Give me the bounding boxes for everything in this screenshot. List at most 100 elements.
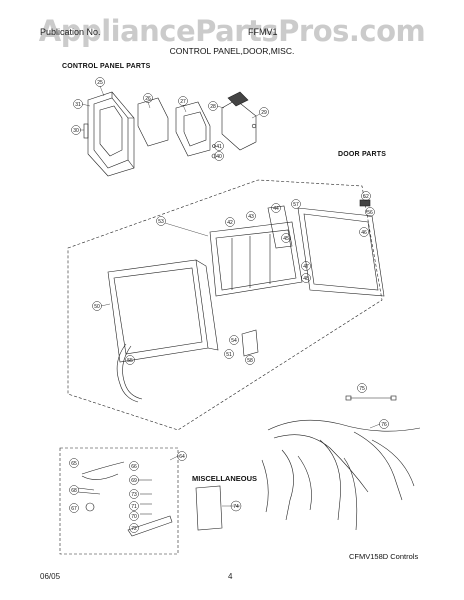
svg-text:75: 75 xyxy=(359,386,365,392)
svg-text:58: 58 xyxy=(247,358,253,364)
callout-65: 65 xyxy=(69,458,79,468)
callout-26: 26 xyxy=(143,93,153,103)
svg-text:40: 40 xyxy=(216,154,222,160)
callout-48: 48 xyxy=(301,273,311,283)
svg-text:43: 43 xyxy=(248,214,254,220)
wire-harness xyxy=(261,419,421,531)
control-panel-part-30 xyxy=(83,123,89,139)
page-title: CONTROL PANEL,DOOR,MISC. xyxy=(169,46,295,56)
callout-44: 44 xyxy=(271,203,281,213)
svg-text:67: 67 xyxy=(71,506,77,512)
svg-text:65: 65 xyxy=(71,461,77,467)
callout-67: 67 xyxy=(69,503,79,513)
callout-42: 42 xyxy=(225,217,235,227)
svg-text:26: 26 xyxy=(145,96,151,102)
svg-text:30: 30 xyxy=(73,128,79,134)
callout-71: 71 xyxy=(129,501,139,511)
owners-manual xyxy=(195,485,223,531)
section-control-panel-label: CONTROL PANEL PARTS xyxy=(62,63,151,70)
svg-text:42: 42 xyxy=(227,220,233,226)
callout-73: 73 xyxy=(129,489,139,499)
callout-53: 53 xyxy=(156,216,166,226)
callout-27: 27 xyxy=(178,96,188,106)
control-panel-frame xyxy=(87,91,135,177)
header-right: FFMV1 xyxy=(248,27,278,37)
svg-text:70: 70 xyxy=(131,514,137,520)
door-handle xyxy=(116,343,143,403)
svg-text:48: 48 xyxy=(303,276,309,282)
callout-75: 75 xyxy=(357,383,367,393)
svg-text:44: 44 xyxy=(273,206,279,212)
model-note: CFMV158D Controls xyxy=(349,552,419,561)
callout-25: 25 xyxy=(95,77,105,87)
callout-31: 31 xyxy=(73,99,83,109)
section-door-label: DOOR PARTS xyxy=(338,151,387,158)
svg-text:72: 72 xyxy=(131,526,137,532)
callout-57: 57 xyxy=(291,199,301,209)
svg-text:68: 68 xyxy=(71,488,77,494)
membrane-switch xyxy=(137,97,169,147)
control-panel-bracket xyxy=(221,91,257,151)
svg-text:47: 47 xyxy=(303,264,309,270)
svg-text:41: 41 xyxy=(216,144,222,150)
svg-text:28: 28 xyxy=(210,104,216,110)
control-board xyxy=(175,101,217,159)
callout-46: 46 xyxy=(359,227,369,237)
footer-page: 4 xyxy=(228,572,233,581)
footer-date: 06/05 xyxy=(40,572,61,581)
svg-text:55: 55 xyxy=(127,358,133,364)
choke-frame xyxy=(209,221,303,297)
callout-68: 68 xyxy=(69,485,79,495)
callouts: 25 31 30 26 27 28 29 40 41 52 53 42 43 4… xyxy=(69,77,389,533)
door-choke-cover xyxy=(297,207,385,297)
svg-text:71: 71 xyxy=(131,504,137,510)
svg-text:57: 57 xyxy=(293,202,299,208)
callout-70: 70 xyxy=(129,511,139,521)
door-assembly-outline xyxy=(67,179,383,431)
callout-50: 50 xyxy=(92,301,102,311)
svg-text:64: 64 xyxy=(179,454,185,460)
svg-text:54: 54 xyxy=(231,338,237,344)
svg-text:27: 27 xyxy=(180,99,186,105)
callout-29: 29 xyxy=(259,107,269,117)
wire-lead xyxy=(345,395,397,401)
callout-30: 30 xyxy=(71,125,81,135)
callout-69: 69 xyxy=(129,475,139,485)
svg-text:69: 69 xyxy=(131,478,137,484)
svg-text:51: 51 xyxy=(226,352,232,358)
svg-text:46: 46 xyxy=(361,230,367,236)
callout-66: 66 xyxy=(129,461,139,471)
callout-54: 54 xyxy=(229,335,239,345)
callout-64: 64 xyxy=(177,451,187,461)
svg-text:50: 50 xyxy=(94,304,100,310)
callout-45: 45 xyxy=(281,233,291,243)
misc-hardware xyxy=(77,461,173,537)
svg-text:52: 52 xyxy=(363,194,369,200)
svg-text:74: 74 xyxy=(233,504,239,510)
svg-text:66: 66 xyxy=(131,464,137,470)
section-misc-label: MISCELLANEOUS xyxy=(192,474,258,483)
callout-47: 47 xyxy=(301,261,311,271)
callout-40: 40 xyxy=(214,151,224,161)
misc-parts-box xyxy=(59,447,179,555)
svg-text:29: 29 xyxy=(261,110,267,116)
callout-56: 56 xyxy=(365,207,375,217)
callout-52: 52 xyxy=(361,191,371,201)
header-left: Publication No. xyxy=(40,27,101,37)
door-glass xyxy=(267,205,293,249)
watermark: AppliancePartsPros.com xyxy=(38,14,426,48)
callout-76: 76 xyxy=(379,419,389,429)
callout-28: 28 xyxy=(208,101,218,111)
svg-text:73: 73 xyxy=(131,492,137,498)
door-latch-parts xyxy=(241,199,371,357)
svg-text:25: 25 xyxy=(97,80,103,86)
svg-text:31: 31 xyxy=(75,102,81,108)
callout-43: 43 xyxy=(246,211,256,221)
callout-41: 41 xyxy=(214,141,224,151)
callout-72: 72 xyxy=(129,523,139,533)
callout-55: 55 xyxy=(125,355,135,365)
svg-text:76: 76 xyxy=(381,422,387,428)
svg-text:53: 53 xyxy=(158,219,164,225)
svg-text:45: 45 xyxy=(283,236,289,242)
